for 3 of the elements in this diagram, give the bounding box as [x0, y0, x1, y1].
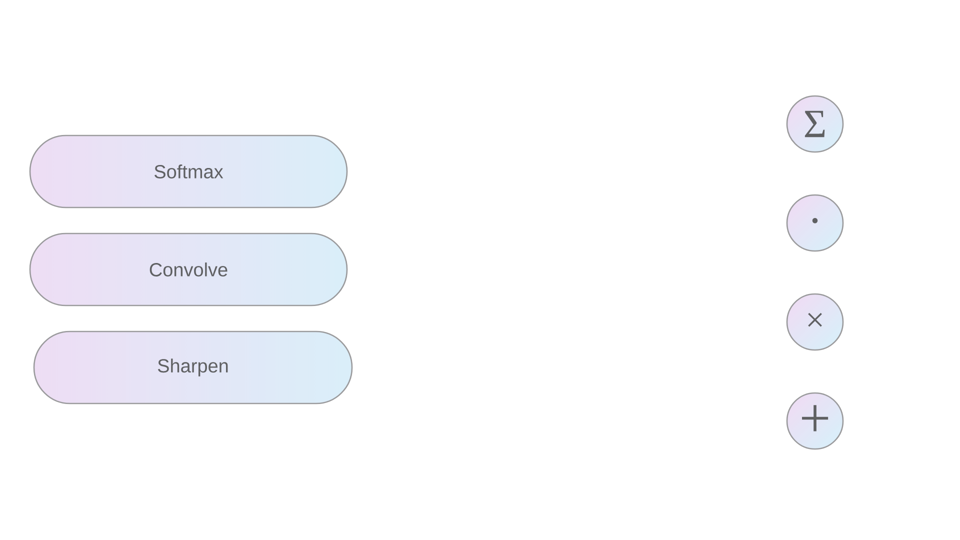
pill-box: Softmax — [29, 134, 348, 208]
pill-box: Sharpen — [33, 330, 353, 404]
pill-box: Convolve — [29, 232, 348, 306]
